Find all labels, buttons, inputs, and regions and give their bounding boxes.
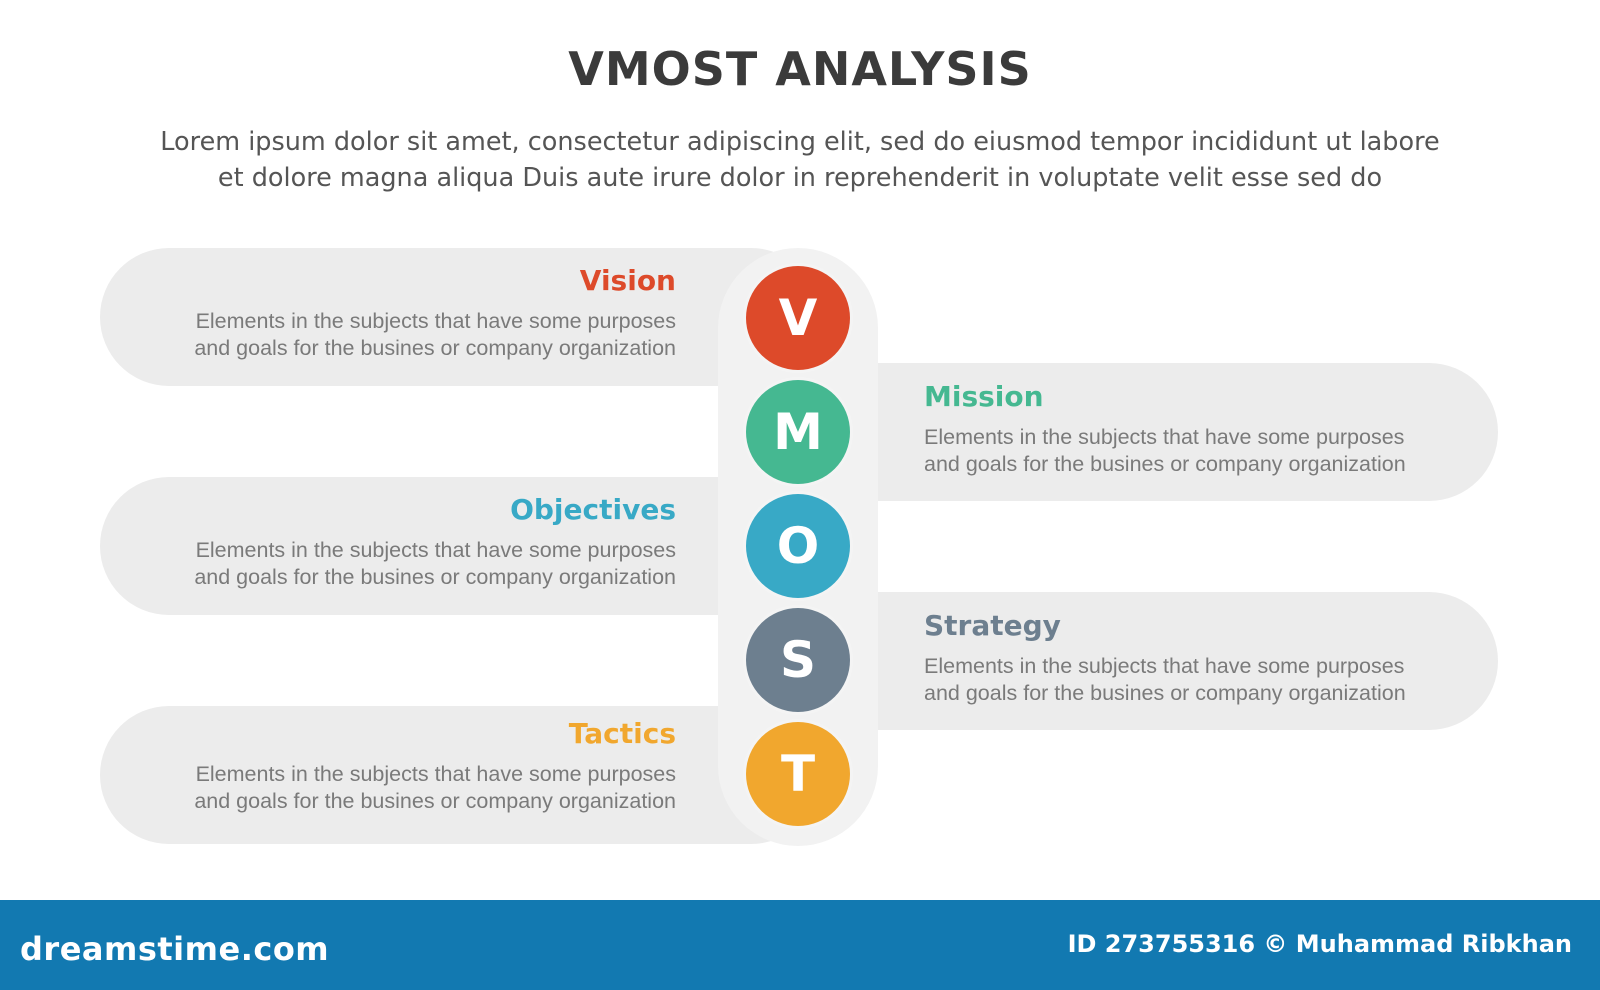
strategy-desc-line-1: Elements in the subjects that have some … — [924, 654, 1405, 678]
objectives-desc-line-1: Elements in the subjects that have some … — [195, 538, 676, 562]
mission-description: Elements in the subjects that have some … — [924, 424, 1406, 478]
watermark-footer: dreamstime.com ID 273755316 © Muhammad R… — [0, 900, 1600, 990]
vision-desc-line-1: Elements in the subjects that have some … — [195, 309, 676, 333]
strategy-letter-circle: S — [746, 608, 850, 712]
objectives-title: Objectives — [510, 493, 676, 526]
vision-bar — [100, 248, 820, 386]
vision-title: Vision — [579, 264, 676, 297]
brand-logo: dreamstime.com — [20, 930, 330, 968]
strategy-bar — [776, 592, 1498, 730]
mission-bar — [776, 363, 1498, 501]
strategy-title: Strategy — [924, 609, 1061, 642]
tactics-letter-circle: T — [746, 722, 850, 826]
objectives-letter-circle: O — [746, 494, 850, 598]
page-subtitle: Lorem ipsum dolor sit amet, consectetur … — [60, 124, 1540, 196]
tactics-desc-line-1: Elements in the subjects that have some … — [195, 762, 676, 786]
vision-desc-line-2: and goals for the busines or company org… — [194, 336, 676, 360]
image-credit: ID 273755316 © Muhammad Ribkhan — [1067, 930, 1572, 958]
tactics-desc-line-2: and goals for the busines or company org… — [194, 789, 676, 813]
page-title: VMOST ANALYSIS — [568, 42, 1032, 96]
mission-desc-line-1: Elements in the subjects that have some … — [924, 425, 1405, 449]
vision-description: Elements in the subjects that have some … — [194, 308, 676, 362]
mission-letter-circle: M — [746, 380, 850, 484]
objectives-bar — [100, 477, 820, 615]
tactics-title: Tactics — [568, 717, 676, 750]
mission-title: Mission — [924, 380, 1044, 413]
mission-desc-line-2: and goals for the busines or company org… — [924, 452, 1406, 476]
vision-letter-circle: V — [746, 266, 850, 370]
objectives-description: Elements in the subjects that have some … — [194, 537, 676, 591]
tactics-description: Elements in the subjects that have some … — [194, 761, 676, 815]
objectives-desc-line-2: and goals for the busines or company org… — [194, 565, 676, 589]
strategy-desc-line-2: and goals for the busines or company org… — [924, 681, 1406, 705]
subtitle-line-1: Lorem ipsum dolor sit amet, consectetur … — [160, 127, 1440, 157]
subtitle-line-2: et dolore magna aliqua Duis aute irure d… — [217, 163, 1383, 193]
strategy-description: Elements in the subjects that have some … — [924, 653, 1406, 707]
tactics-bar — [100, 706, 820, 844]
